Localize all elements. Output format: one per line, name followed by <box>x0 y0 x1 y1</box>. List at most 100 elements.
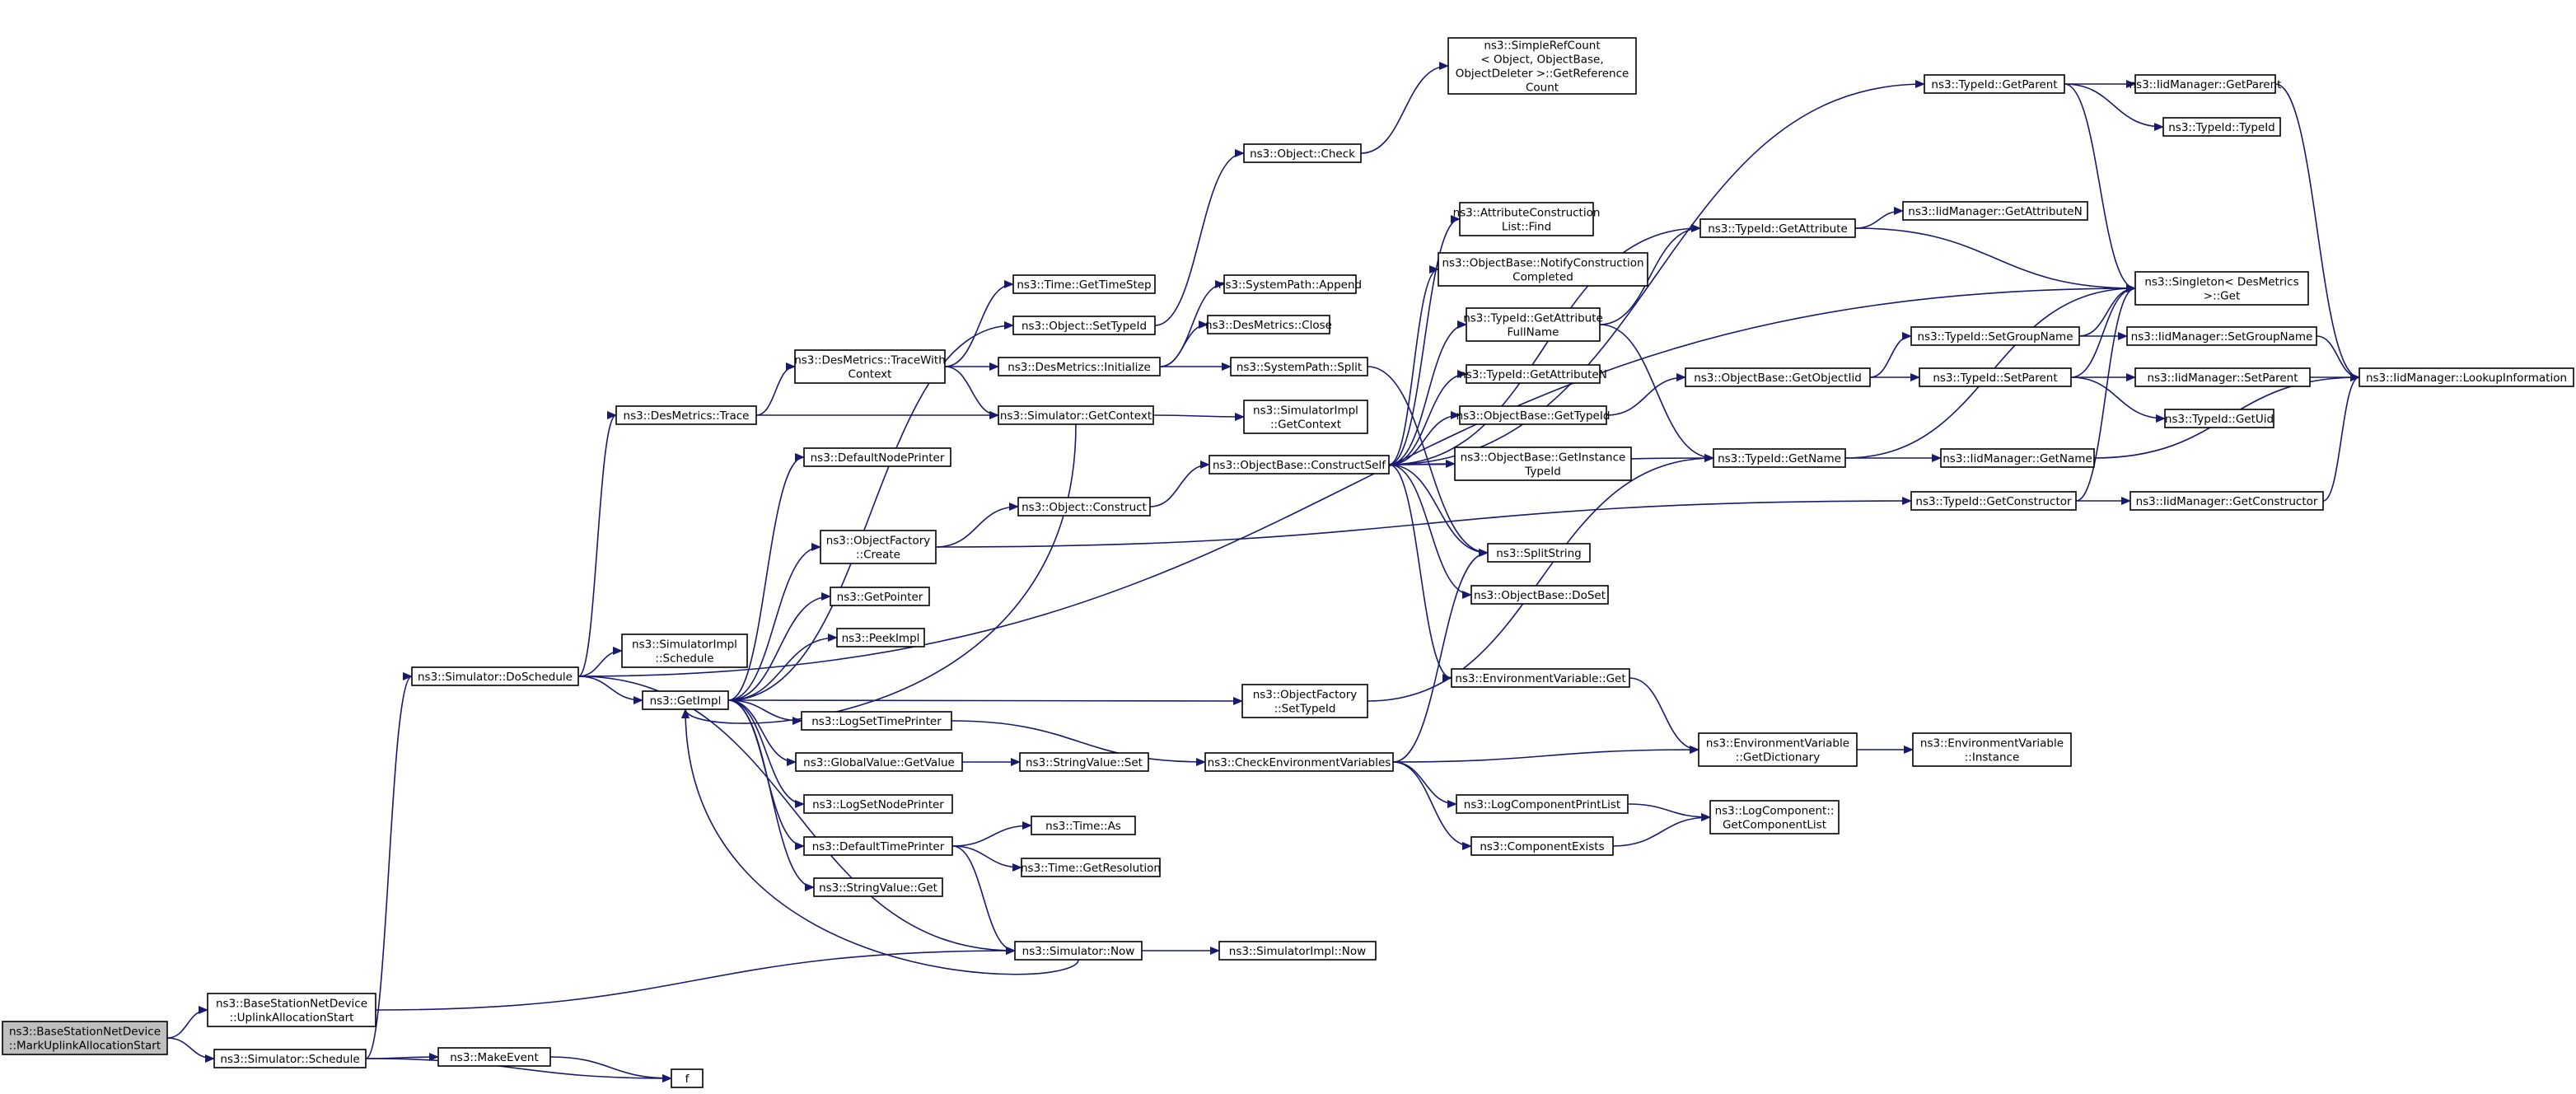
node-label: ns3::DefaultNodePrinter <box>811 451 945 465</box>
function-node[interactable]: ns3::PeekImpl <box>836 628 925 648</box>
function-node[interactable]: ns3::ComponentExists <box>1470 836 1614 856</box>
function-node[interactable]: ns3::TypeId::GetConstructor <box>1910 491 2077 511</box>
function-node[interactable]: ns3::SimulatorImpl::Schedule <box>621 633 748 668</box>
function-node[interactable]: ns3::EnvironmentVariable::GetDictionary <box>1698 732 1858 767</box>
function-node[interactable]: ns3::Time::GetTimeStep <box>1012 274 1156 294</box>
function-node[interactable]: ns3::DefaultNodePrinter <box>803 447 951 467</box>
call-edge-n46-n52 <box>1629 677 1699 754</box>
function-node[interactable]: ns3::TypeId::SetGroupName <box>1910 326 2080 346</box>
function-node[interactable]: ns3::IidManager::LookupInformation <box>2359 367 2574 387</box>
node-label: ns3::TypeId::GetAttributeN <box>1459 368 1607 381</box>
call-edge-n10-n12 <box>944 280 1014 367</box>
node-box <box>1459 202 1594 236</box>
function-node[interactable]: ns3::TypeId::GetParent <box>1924 74 2065 94</box>
function-node[interactable]: ns3::EnvironmentVariable::Instance <box>1912 732 2072 767</box>
function-node[interactable]: ns3::GetImpl <box>642 690 729 710</box>
function-node[interactable]: ns3::IidManager::SetParent <box>2134 367 2311 387</box>
function-node[interactable]: ns3::IidManager::GetName <box>1940 448 2095 468</box>
node-label: ns3::GetPointer <box>837 591 923 604</box>
function-node[interactable]: ns3::SimulatorImpl::Now <box>1218 941 1377 961</box>
call-edge-n4-n5 <box>549 1056 672 1082</box>
function-node[interactable]: ns3::DesMetrics::Trace <box>615 405 757 425</box>
function-node[interactable]: ns3::StringValue::Get <box>813 877 943 897</box>
function-node[interactable]: ns3::TypeId::SetParent <box>1919 367 2072 387</box>
function-node[interactable]: ns3::ObjectBase::DoSet <box>1470 585 1609 605</box>
call-edge-n22-n37 <box>951 720 1206 766</box>
function-node[interactable]: ns3::Simulator::Now <box>1014 941 1143 961</box>
function-node[interactable]: ns3::TypeId::GetAttributeN <box>1459 364 1607 384</box>
node-box <box>2134 74 2276 94</box>
function-node[interactable]: ns3::SplitString <box>1487 543 1591 563</box>
function-node[interactable]: ns3::GlobalValue::GetValue <box>795 752 963 772</box>
node-label: ns3::SimulatorImpl <box>632 638 737 652</box>
function-node[interactable]: ns3::TypeId::GetName <box>1713 448 1846 468</box>
function-node[interactable]: ns3::ObjectFactory::Create <box>820 530 937 564</box>
call-edge-n9-n27 <box>727 321 1014 701</box>
function-node[interactable]: ns3::Simulator::Schedule <box>213 1049 367 1068</box>
function-node[interactable]: ns3::EnvironmentVariable::Get <box>1451 668 1630 688</box>
function-node[interactable]: ns3::SystemPath::Append <box>1218 274 1362 294</box>
function-node[interactable]: ns3::ObjectBase::GetTypeId <box>1456 405 1611 425</box>
function-node[interactable]: ns3::LogSetNodePrinter <box>803 794 953 814</box>
function-node[interactable]: ns3::Singleton< DesMetrics>::Get <box>2134 271 2309 306</box>
node-label: ns3::BaseStationNetDevice <box>9 1026 161 1039</box>
function-node[interactable]: ns3::ObjectBase::NotifyConstructionCompl… <box>1438 252 1648 287</box>
function-node[interactable]: ns3::BaseStationNetDevice::MarkUplinkAll… <box>2 1021 168 1055</box>
node-box <box>2134 271 2309 306</box>
function-node[interactable]: ns3::TypeId::GetAttribute <box>1699 218 1856 238</box>
function-node[interactable]: ns3::Simulator::DoSchedule <box>411 666 579 686</box>
call-edge-n9-n22 <box>727 699 802 725</box>
function-node[interactable]: ns3::ObjectBase::ConstructSelf <box>1209 455 1390 475</box>
function-node[interactable]: ns3::DesMetrics::Close <box>1205 315 1332 334</box>
function-node[interactable]: ns3::TypeId::GetUid <box>2164 409 2274 428</box>
call-edge-n2-n5 <box>365 1058 672 1082</box>
node-label: FullName <box>1508 326 1559 339</box>
function-node[interactable]: ns3::LogSetTimePrinter <box>801 711 952 731</box>
function-node[interactable]: ns3::Object::Construct <box>1017 497 1151 517</box>
function-node[interactable]: ns3::LogComponentPrintList <box>1456 794 1629 814</box>
function-node[interactable]: ns3::IidManager::GetAttributeN <box>1902 201 2088 221</box>
node-label: ns3::ComponentExists <box>1480 840 1604 853</box>
function-node[interactable]: ns3::StringValue::Set <box>1019 752 1149 772</box>
function-node[interactable]: ns3::SimulatorImpl::GetContext <box>1243 400 1368 434</box>
function-node[interactable]: ns3::MakeEvent <box>437 1047 551 1067</box>
node-box <box>1230 357 1368 376</box>
function-node[interactable]: ns3::SystemPath::Split <box>1230 357 1368 376</box>
node-box <box>1021 858 1161 877</box>
function-node[interactable]: ns3::CheckEnvironmentVariables <box>1204 752 1394 772</box>
function-node[interactable]: ns3::Time::As <box>1031 816 1136 835</box>
function-node[interactable]: f <box>671 1068 704 1088</box>
node-label: ns3::LogSetTimePrinter <box>811 715 942 728</box>
function-node[interactable]: ns3::Object::Check <box>1243 143 1362 163</box>
function-node[interactable]: ns3::LogComponent::GetComponentList <box>1709 800 1840 835</box>
call-edge-n35-n41 <box>1388 370 1467 465</box>
function-node[interactable]: ns3::DesMetrics::Initialize <box>998 357 1161 376</box>
function-node[interactable]: ns3::ObjectBase::GetObjectIid <box>1685 367 1871 387</box>
function-node[interactable]: ns3::SimpleRefCount< Object, ObjectBase,… <box>1447 37 1637 95</box>
function-node[interactable]: ns3::Simulator::GetContext <box>998 405 1154 425</box>
node-label: ::Create <box>856 549 900 562</box>
function-node[interactable]: ns3::ObjectFactory::SetTypeId <box>1241 684 1368 718</box>
call-edge-n25-n31 <box>951 845 1022 872</box>
call-edge-n40-n49 <box>1599 224 1701 325</box>
node-label: ::UplinkAllocationStart <box>230 1012 354 1025</box>
node-box <box>1470 585 1609 605</box>
call-edge-n3-n8 <box>577 647 623 677</box>
function-node[interactable]: ns3::Time::GetResolution <box>1021 858 1161 877</box>
function-node[interactable]: ns3::IidManager::SetGroupName <box>2126 326 2317 346</box>
call-edge-n28-n35 <box>1149 461 1210 507</box>
node-label: ns3::LogSetNodePrinter <box>812 798 944 811</box>
function-node[interactable]: ns3::IidManager::GetConstructor <box>2130 491 2324 511</box>
function-node[interactable]: ns3::BaseStationNetDevice::UplinkAllocat… <box>207 993 376 1027</box>
call-edge-n35-n44 <box>1388 464 1489 557</box>
function-node[interactable]: ns3::GetPointer <box>830 587 930 606</box>
function-node[interactable]: ns3::Object::SetTypeId <box>1012 316 1156 335</box>
function-node[interactable]: ns3::DefaultTimePrinter <box>803 836 953 856</box>
function-node[interactable]: ns3::TypeId::TypeId <box>2162 117 2281 137</box>
function-node[interactable]: ns3::IidManager::GetParent <box>2130 74 2282 94</box>
node-box <box>2130 491 2324 511</box>
